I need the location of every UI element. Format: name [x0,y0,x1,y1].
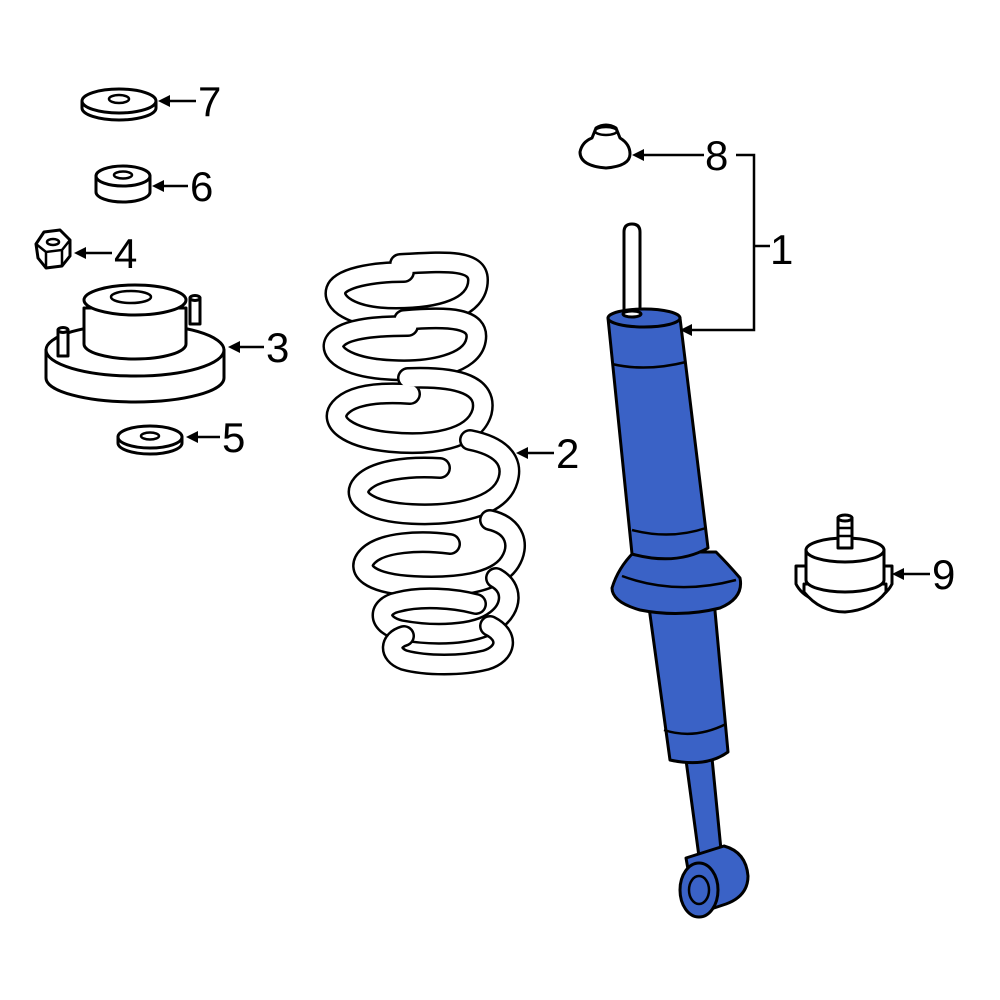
part-1-strut-assembly[interactable] [606,222,750,919]
callout-1: 1 [770,226,793,273]
part-4-nut[interactable] [34,228,72,270]
callout-4: 4 [114,230,137,277]
part-9-mount[interactable] [794,513,894,614]
part-3-strut-mount[interactable] [44,283,226,404]
part-7-washer[interactable] [80,87,158,122]
callout-3: 3 [266,324,289,371]
callout-7: 7 [198,78,221,125]
callout-5: 5 [222,414,245,461]
callout-6: 6 [190,163,213,210]
part-8-bump-stop[interactable] [578,123,632,170]
callout-9: 9 [932,551,955,598]
callout-2: 2 [556,430,579,477]
part-2-coil-spring[interactable] [322,251,526,676]
part-6-bushing[interactable] [94,164,152,204]
callout-8: 8 [705,132,728,179]
leader-lines [74,95,930,580]
part-5-washer[interactable] [116,424,184,456]
